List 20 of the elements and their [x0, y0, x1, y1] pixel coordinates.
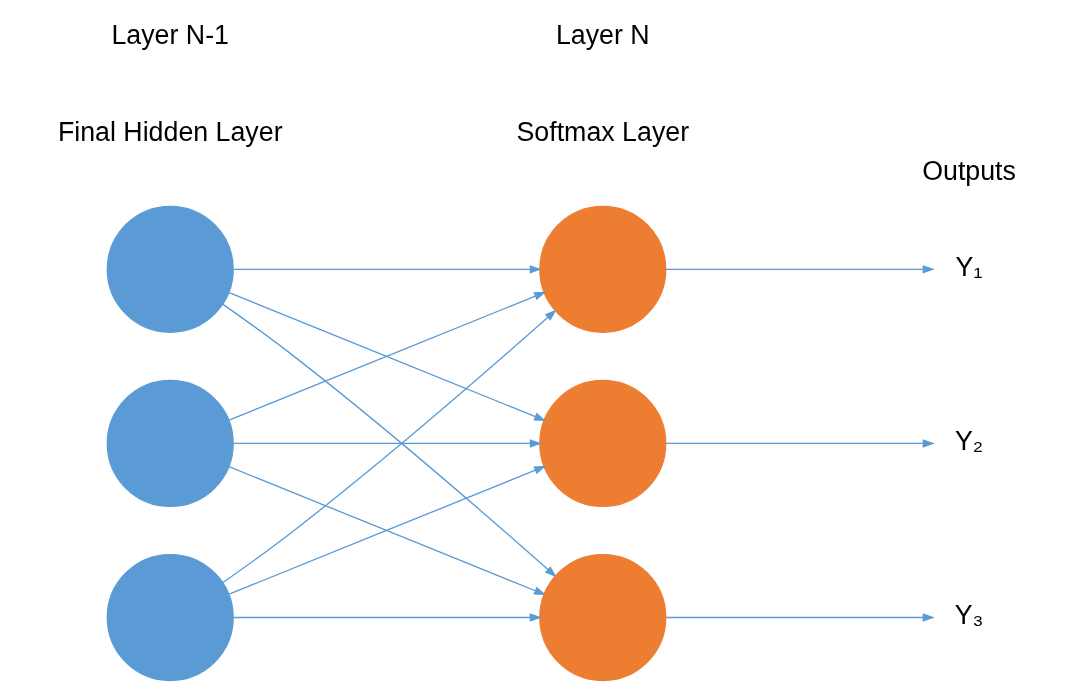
arrow: [665, 613, 935, 622]
node-text: Y₁: [955, 252, 983, 283]
arrow: [232, 439, 542, 448]
node-circle: [106, 379, 234, 508]
arrow: [232, 265, 542, 274]
node-circle: [539, 379, 667, 508]
arrow: [665, 439, 935, 448]
node-circle: [106, 205, 234, 333]
node-text: Y₃: [954, 600, 984, 631]
arrow: [232, 613, 542, 622]
label: Layer N-1: [111, 20, 229, 51]
node-circle: [539, 553, 667, 682]
arrow: [665, 265, 935, 274]
label: Final Hidden Layer: [57, 116, 283, 147]
label: Softmax Layer: [516, 116, 690, 147]
label: Outputs: [922, 155, 1016, 186]
node-circle: [106, 553, 234, 682]
node-circle: [539, 205, 667, 333]
node-text: Y₂: [954, 426, 984, 457]
label: Layer N: [555, 20, 650, 51]
